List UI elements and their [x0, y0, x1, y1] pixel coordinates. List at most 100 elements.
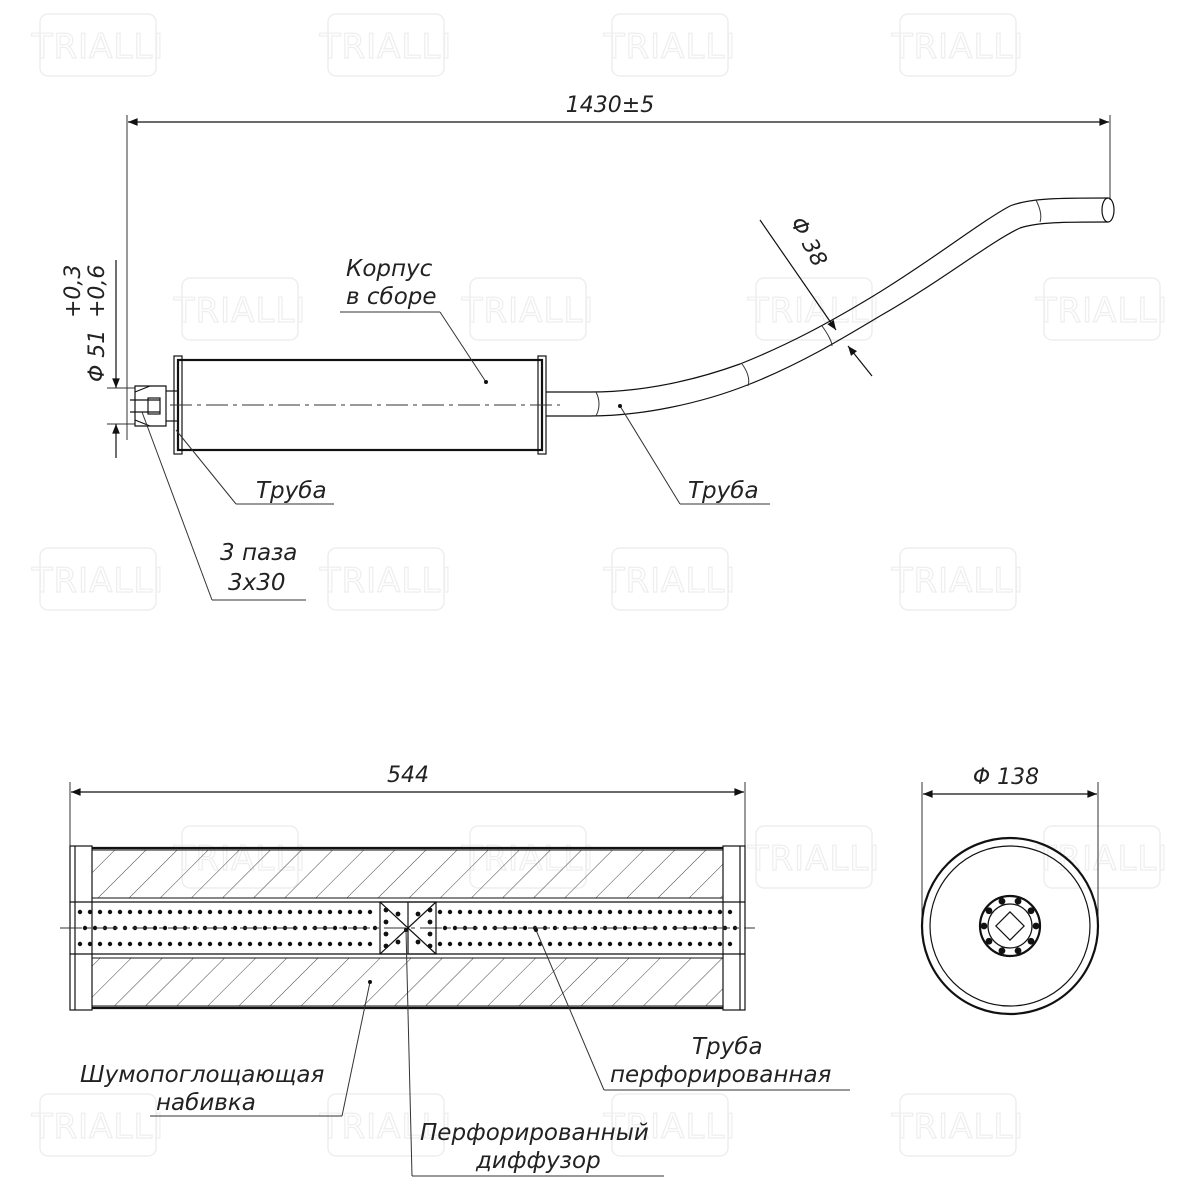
- callout-diffuser-line2: диффузор: [475, 1148, 601, 1174]
- callout-perf-pipe-line2: перфорированная: [610, 1062, 832, 1088]
- watermark-logo: TRIALLI: [746, 825, 881, 889]
- perforation-hole: [627, 941, 633, 947]
- watermark-logo: TRIALLI: [890, 1093, 1025, 1157]
- diffuser-hole: [427, 907, 433, 913]
- callout-body-assembly-line1: Корпус: [346, 256, 433, 282]
- perforation-hole: [547, 909, 553, 915]
- perforation-hole: [157, 909, 163, 915]
- svg-text:TRIALLI: TRIALLI: [891, 27, 1025, 67]
- watermark-logo: TRIALLI: [890, 13, 1025, 77]
- perforation-hole: [537, 909, 543, 915]
- callout-outlet-pipe: Труба: [688, 478, 759, 504]
- perforation-hole: [477, 941, 483, 947]
- perforation-hole: [127, 909, 133, 915]
- perforation-hole: [167, 941, 173, 947]
- perforation-hole: [137, 941, 143, 947]
- callout-slots-line1: 3 паза: [220, 540, 297, 566]
- watermark-logo: TRIALLI: [602, 547, 736, 611]
- watermark-logo: TRIALLI: [30, 547, 164, 611]
- perforation-hole: [697, 909, 703, 915]
- perforation-hole: [437, 909, 443, 915]
- svg-text:TRIALLI: TRIALLI: [1035, 839, 1169, 879]
- perforation-hole: [177, 909, 183, 915]
- outlet-diameter-dimension: Φ 38: [785, 213, 832, 271]
- perforation-holes: [77, 909, 738, 947]
- perforation-hole: [487, 941, 493, 947]
- perforation-hole: [547, 941, 553, 947]
- perforation-hole: [367, 941, 373, 947]
- perforation-hole: [347, 909, 353, 915]
- diffuser-hole: [395, 911, 401, 917]
- perforation-hole: [287, 941, 293, 947]
- perforation-hole: [512, 925, 518, 931]
- end-view-hole: [998, 897, 1006, 905]
- perforation-hole: [97, 909, 103, 915]
- perforation-hole: [702, 925, 708, 931]
- end-view-hole: [985, 937, 993, 945]
- diffuser-hole: [383, 943, 389, 949]
- diffuser-hole: [427, 919, 433, 925]
- perforation-hole: [167, 909, 173, 915]
- callout-packing-line1: Шумопоглощающая: [80, 1062, 324, 1088]
- perforation-hole: [147, 909, 153, 915]
- watermark-logo: TRIALLI: [890, 547, 1024, 611]
- perforation-hole: [187, 941, 193, 947]
- perforation-hole: [717, 909, 723, 915]
- perforation-hole: [207, 909, 213, 915]
- perforation-hole: [727, 909, 733, 915]
- perforation-hole: [307, 941, 313, 947]
- perforation-hole: [117, 941, 123, 947]
- end-view-hole: [998, 947, 1006, 955]
- perforation-hole: [437, 941, 443, 947]
- perforation-hole: [607, 909, 613, 915]
- end-view-hole: [1027, 937, 1035, 945]
- section-view: 544 Шумопоглощающая набивка Тру: [60, 763, 850, 1177]
- perforation-hole: [137, 909, 143, 915]
- inlet-tolerance-lower: +0,6: [85, 265, 110, 318]
- svg-text:TRIALLI: TRIALLI: [319, 27, 453, 67]
- perforation-hole: [442, 925, 448, 931]
- perforation-hole: [247, 909, 253, 915]
- perforation-hole: [527, 909, 533, 915]
- perforation-hole: [77, 909, 83, 915]
- perforation-hole: [347, 941, 353, 947]
- perforation-hole: [632, 925, 638, 931]
- diffuser-hole: [383, 907, 389, 913]
- perforation-hole: [707, 909, 713, 915]
- svg-text:TRIALLI: TRIALLI: [31, 1107, 165, 1147]
- perforation-hole: [657, 941, 663, 947]
- perforation-hole: [587, 941, 593, 947]
- top-view: 1430±5 Φ 51 +0,6 +0,3 Φ 38: [61, 93, 1115, 601]
- perforation-hole: [637, 941, 643, 947]
- watermark-logo: TRIALLI: [318, 1093, 452, 1157]
- perforation-hole: [127, 941, 133, 947]
- perforation-hole: [497, 909, 503, 915]
- perforation-hole: [452, 925, 458, 931]
- svg-text:TRIALLI: TRIALLI: [31, 27, 165, 67]
- svg-text:TRIALLI: TRIALLI: [1035, 291, 1169, 331]
- perforation-hole: [197, 909, 203, 915]
- svg-text:TRIALLI: TRIALLI: [891, 1107, 1025, 1147]
- watermark-logo: TRIALLI: [460, 277, 594, 341]
- perforation-hole: [587, 909, 593, 915]
- perforation-hole: [617, 941, 623, 947]
- perforation-hole: [272, 925, 278, 931]
- watermark-logo: TRIALLI: [602, 1093, 736, 1157]
- perforation-hole: [117, 909, 123, 915]
- perforation-hole: [447, 909, 453, 915]
- perforation-hole: [617, 909, 623, 915]
- perforation-hole: [497, 941, 503, 947]
- end-view-hole: [985, 907, 993, 915]
- perforation-hole: [227, 909, 233, 915]
- callout-slots-line2: 3х30: [228, 570, 286, 596]
- perforation-hole: [717, 941, 723, 947]
- perforation-hole: [357, 909, 363, 915]
- perforation-hole: [187, 909, 193, 915]
- perforation-hole: [277, 941, 283, 947]
- perforation-hole: [337, 909, 343, 915]
- svg-text:TRIALLI: TRIALLI: [747, 839, 881, 879]
- diffuser-hole: [427, 931, 433, 937]
- perforation-hole: [692, 925, 698, 931]
- perforation-hole: [507, 941, 513, 947]
- perforation-hole: [622, 925, 628, 931]
